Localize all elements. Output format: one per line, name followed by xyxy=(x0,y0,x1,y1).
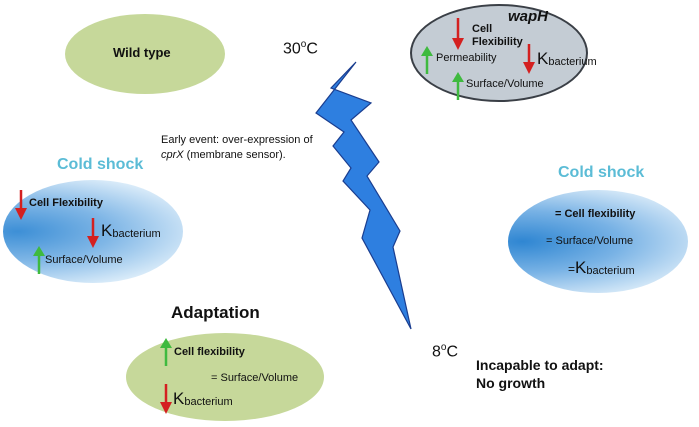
wapH-k-subscript: bacterium xyxy=(548,56,597,68)
wapH-k-symbol: K xyxy=(537,49,549,68)
adaptation-cell-up-arrow-icon xyxy=(160,338,172,366)
temperature-bottom-value: 8 xyxy=(432,343,441,361)
temperature-top-unit: C xyxy=(306,40,318,58)
adaptation-k-subscript: bacterium xyxy=(184,396,233,408)
adaptation-k-symbol: K xyxy=(173,389,185,408)
temperature-top-degree: o xyxy=(300,39,307,50)
adaptation-surface-label: = Surface/Volume xyxy=(211,372,299,384)
wapH-ellipse xyxy=(410,4,588,102)
wapH-permeability-up-arrow-icon xyxy=(421,46,433,74)
cold-right-cell-flex-label: = Cell flexibility xyxy=(555,208,636,220)
wapH-k-down-arrow-icon xyxy=(523,44,535,74)
wild-type-label: Wild type xyxy=(113,45,171,60)
cold-left-cell-down-arrow-icon xyxy=(15,190,27,220)
wapH-k-label: Kbacterium xyxy=(537,49,597,69)
wapH-cell-label: Cell xyxy=(472,23,493,35)
temperature-top-value: 30 xyxy=(283,40,301,58)
cold-right-k-subscript: bacterium xyxy=(586,265,635,277)
cold-left-k-symbol: K xyxy=(101,221,113,240)
wapH-title: wapH xyxy=(508,8,549,25)
temperature-bottom: 8oC xyxy=(432,342,458,361)
cold-left-k-subscript: bacterium xyxy=(112,228,161,240)
temperature-bottom-degree: o xyxy=(440,342,447,353)
cold-right-k-symbol: K xyxy=(575,258,587,277)
cold-left-k-label: Kbacterium xyxy=(101,221,161,241)
cold-left-surface-up-arrow-icon xyxy=(33,246,45,274)
wild-type-ellipse xyxy=(65,14,225,94)
cold-shock-left-title: Cold shock xyxy=(57,156,144,173)
wapH-surface-up-arrow-icon xyxy=(452,72,464,100)
incapable-line2: No growth xyxy=(476,375,546,391)
early-event-line1: Early event: over-expression of xyxy=(161,134,313,146)
temperature-top: 30oC xyxy=(283,39,318,58)
wapH-cell-down-arrow-icon xyxy=(452,18,464,50)
wapH-flexibility-label: Flexibility xyxy=(472,36,523,48)
early-event-gene: cprX xyxy=(161,149,184,161)
early-event-rest: (membrane sensor). xyxy=(183,149,286,161)
cold-shock-right-title: Cold shock xyxy=(558,164,645,181)
adaptation-ellipse xyxy=(126,333,324,421)
adaptation-k-down-arrow-icon xyxy=(160,384,172,414)
adaptation-title: Adaptation xyxy=(171,303,260,322)
wapH-surface-label: Surface/Volume xyxy=(466,78,544,90)
adaptation-k-label: Kbacterium xyxy=(173,389,233,409)
wapH-permeability-label: Permeability xyxy=(436,52,497,64)
cold-right-surface-label: = Surface/Volume xyxy=(546,235,634,247)
early-event-line2: cprX (membrane sensor). xyxy=(161,149,286,161)
cold-left-k-down-arrow-icon xyxy=(87,218,99,248)
incapable-line1: Incapable to adapt: xyxy=(476,357,604,373)
cold-left-surface-label: Surface/Volume xyxy=(45,254,123,266)
cold-right-k-prefix: = xyxy=(568,262,576,276)
cold-shock-right-ellipse xyxy=(508,190,688,293)
temperature-bottom-unit: C xyxy=(446,343,459,361)
cold-right-k-label: =Kbacterium xyxy=(568,258,635,278)
cold-left-cell-flex-label: Cell Flexibility xyxy=(29,197,103,209)
adaptation-cell-flex-label: Cell flexibility xyxy=(174,346,245,358)
